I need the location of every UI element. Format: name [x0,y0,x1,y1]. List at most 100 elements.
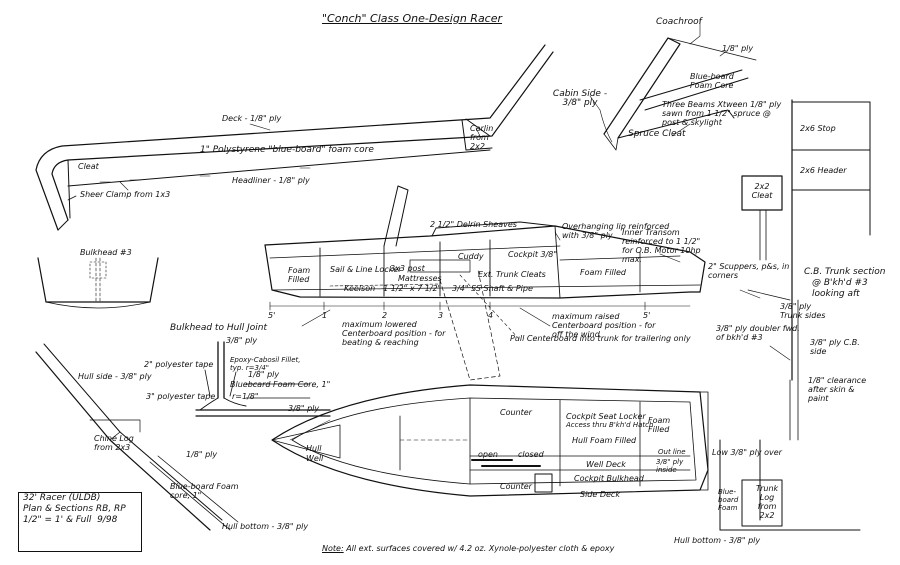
station-label-0: 5' [268,311,276,320]
label-outline: Out line [658,448,686,456]
label-coachroof: Coachroof [656,17,702,27]
label-inner-transom: Inner Transom reinforced to 1 1/2" for O… [622,228,701,264]
label-trunk-at: @ B'kh'd #3 [812,278,868,288]
stop-header-drawing [741,99,871,381]
surface-note: Note: All ext. surfaces covered w/ 4.2 o… [322,544,614,553]
label-header: 2x6 Header [800,166,847,175]
label-bb-foam: Blue-board Foam [718,488,739,512]
label-low-ply: Low 3/8" ply over [712,448,782,457]
label-mattresses: Mattresses [398,274,442,283]
label-hull-bottom: Hull bottom - 3/8" ply [222,522,309,531]
label-hull-foam: Hull Foam Filled [572,436,637,445]
label-deck: Deck - 1/8" ply [222,114,282,123]
label-cb-side: 3/8" ply C.B. side [810,338,860,356]
label-coach-ply: 1/8" ply [722,44,754,53]
label-well: Well [306,454,324,463]
label-trunk-log: Trunk Log from 2x2 [755,484,779,520]
label-trunk-doubler: 3/8" ply doubler fwd. of bkh'd #3 [716,324,800,342]
label-closed: closed [518,450,544,459]
label-pull-centerboard: Pull Centerboard into trunk for traileri… [510,334,691,343]
label-foam-filled-stern: Foam Filled [580,268,627,277]
label-seat-locker: Cockpit Seat Locker [566,412,646,421]
coachroof-section-drawing [603,37,757,151]
label-clearance: 1/8" clearance after skin & paint [808,376,867,403]
note-prefix: Note: [322,544,344,553]
label-trunk-looking: looking aft [812,289,860,299]
label-lowered-position: maximum lowered Centerboard position - f… [342,320,446,347]
station-label-3: 3 [438,311,444,320]
label-joint-eighth-ply: 1/8" ply [248,370,280,379]
hull-profile-drawing [264,185,706,381]
station-label-5: 5' [643,311,651,320]
joint-detail-drawing [195,341,331,417]
label-spruce-cleat: Spruce Cleat [628,129,686,139]
label-post: 3x3 post [390,264,425,273]
label-cleat: Cleat [78,162,99,171]
label-joint-ply-38: 3/8" ply [288,404,320,413]
title-block-line3: 1/2" = 1' & Full 9/98 [23,515,118,525]
label-cuddy: Cuddy [458,252,484,261]
label-foam-filled-bow: Foam Filled [288,266,311,284]
bulkhead-section-drawing [37,257,159,309]
label-delrin: 2 1/2" Delrin Sheaves [430,220,517,229]
label-side-deck: Side Deck [580,490,620,499]
label-blue-board: Blue-board Foam core, 1" [170,482,239,500]
title-block: 32' Racer (ULDB) Plan & Sections RB, RP … [18,492,142,552]
label-joint-bb-core: Bluebcard Foam Core, 1" [230,380,331,389]
label-foam-core: 1" Polystyrene "blue-board" foam core [200,145,374,155]
label-plan-foam-filled: Foam Filled [648,416,671,434]
label-epoxy-fillet: Epoxy-Cabosil Fillet, typ. r=3/4" [230,356,301,372]
title-block-line2: Plan & Sections RB, RP [23,504,126,514]
label-sail-locker: Sail & Line Locker [330,265,402,274]
deck-section-drawing [35,44,554,231]
label-tape-2: 2" polyester tape [144,360,214,369]
label-joint-ply: 3/8" ply [226,336,258,345]
label-cockpit-bulkhead: Cockpit Bulkhead [574,474,644,483]
title-block-line1: 32' Racer (ULDB) [23,493,101,503]
label-hull-bottom-2: Hull bottom - 3/8" ply [674,536,761,545]
label-overhang: Overhanging lip reinforced with 3/8" ply [562,222,670,240]
label-shaft: 3/4" SS Shaft & Pipe [452,284,533,293]
label-open: open [478,450,498,459]
label-hull-ply: 1/8" ply [186,450,218,459]
plan-view-drawing [271,384,709,497]
label-chine-log: Chine Log from 2x3 [94,434,134,452]
label-stop: 2x6 Stop [800,124,836,133]
label-coach-foam: Blue-board Foam Core [690,72,734,90]
label-bulkhead-number: Bulkhead #3 [80,248,132,257]
label-cockpit: Cockpit 3/8" [508,250,558,259]
label-cabin-side: Cabin Side - 3/8" ply [552,89,608,108]
label-access-hatch: Access thru B'kh'd Hatch [566,421,654,429]
label-joint-radius: r=1/8" [232,392,259,401]
label-scuppers: 2" Scuppers, p&s, in corners [708,262,790,280]
label-counter-top: Counter [500,408,532,417]
label-sheer-clamp: Sheer Clamp from 1x3 [80,190,171,199]
label-well-deck: Well Deck [586,460,626,469]
label-hull-side: Hull side - 3/8" ply [78,372,152,381]
trunk-section-drawing [719,289,861,531]
label-hull: Hull [306,444,322,453]
label-trunk-title: C.B. Trunk section [804,267,886,277]
label-beams: Three Beams Xtween 1/8" ply sawn from 1 … [662,100,782,127]
label-keelson: Keelson - 1 1/2" x 7 1/2" [344,284,442,293]
label-tape-3: 3" polyester tape [146,392,216,401]
hull-section-drawing [35,343,239,531]
label-trunk-ply-sides: 3/8" ply Trunk sides [780,302,826,320]
note-text: All ext. surfaces covered w/ 4.2 oz. Xyn… [346,544,615,553]
label-joint-title: Bulkhead to Hull Joint [170,323,268,333]
station-label-4: 4 [488,311,494,320]
title-block-initials: RB, RP [95,504,126,514]
leader-lines [119,19,791,361]
label-ply-inside: 3/8" ply inside [656,458,684,474]
station-label-1: 1 [322,311,328,320]
station-label-2: 2 [382,311,388,320]
title-block-date: 9/98 [97,515,118,525]
drawing-title: "Conch" Class One-Design Racer [322,12,503,25]
label-trunk-cleats: Ext. Trunk Cleats [478,270,546,279]
label-headliner: Headliner - 1/8" ply [232,176,310,185]
label-raised-position: maximum raised Centerboard position - fo… [552,312,656,339]
label-carlin: Carlin from 2x2 [470,124,494,151]
label-cleat-2x2: 2x2 Cleat [751,182,773,200]
